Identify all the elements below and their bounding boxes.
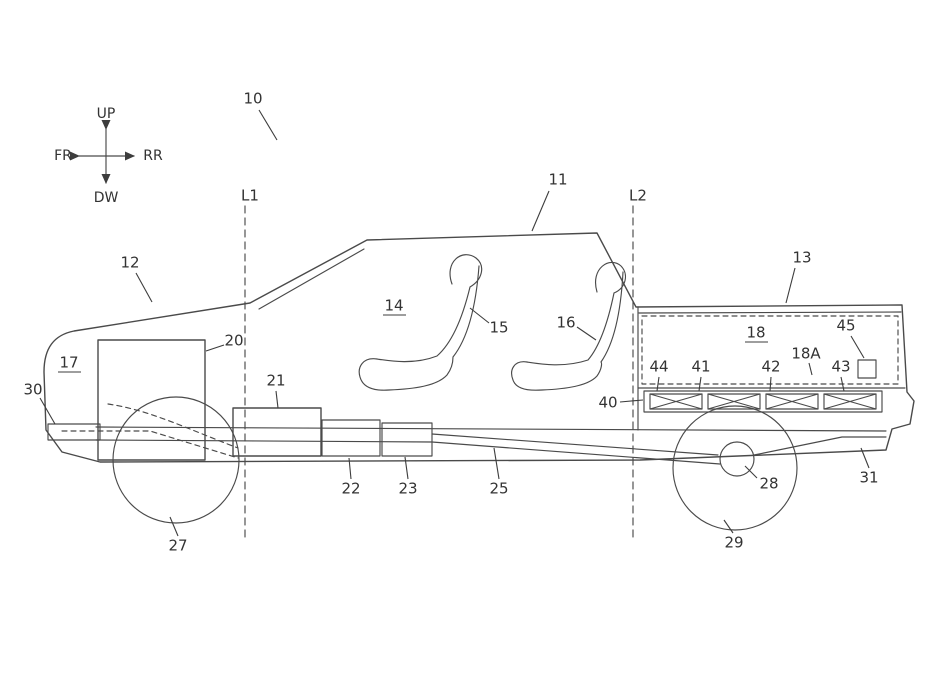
leader-13 xyxy=(785,267,796,304)
leader-18A xyxy=(808,362,813,376)
label-27: 27 xyxy=(168,537,187,555)
vehicle-drawing xyxy=(43,232,915,531)
label-29: 29 xyxy=(724,534,743,552)
leader-25 xyxy=(493,447,500,480)
label-13: 13 xyxy=(792,249,811,267)
leader-10 xyxy=(258,109,278,141)
orientation-compass: UP DW FR RR xyxy=(54,106,163,206)
battery-module xyxy=(823,393,877,410)
truck-body-outline xyxy=(43,232,915,463)
leader-21 xyxy=(275,390,279,409)
leader-15 xyxy=(469,307,490,324)
label-43: 43 xyxy=(831,358,850,376)
windshield-pillar-line xyxy=(258,248,365,310)
label-40: 40 xyxy=(598,394,617,412)
label-30: 30 xyxy=(23,381,42,399)
leader-16 xyxy=(576,326,597,341)
rear-axle-circle xyxy=(719,441,755,477)
label-42: 42 xyxy=(761,358,780,376)
battery-module xyxy=(649,393,703,410)
leader-28 xyxy=(744,465,758,479)
rear-seat xyxy=(511,261,627,391)
label-21: 21 xyxy=(266,372,285,390)
leader-43 xyxy=(840,376,845,392)
component-box-23 xyxy=(381,422,433,457)
label-25: 25 xyxy=(489,480,508,498)
leader-lines xyxy=(39,109,870,537)
leader-41 xyxy=(698,376,702,392)
compass-down-label: DW xyxy=(94,190,119,206)
compass-front-label: FR xyxy=(54,148,72,164)
label-12: 12 xyxy=(120,254,139,272)
driveshaft-lower-line xyxy=(431,441,721,465)
leader-20 xyxy=(205,344,225,352)
label-45: 45 xyxy=(836,317,855,335)
label-l2: L2 xyxy=(629,187,647,205)
battery-module xyxy=(765,393,819,410)
leader-12 xyxy=(135,272,153,303)
frame-rail-bottom-line xyxy=(95,439,433,443)
rear-wheel xyxy=(672,405,798,531)
leader-31 xyxy=(860,447,870,469)
component-box-22 xyxy=(321,419,381,457)
label-31: 31 xyxy=(859,469,878,487)
battery-pack xyxy=(643,390,883,413)
driveshaft-upper-line xyxy=(431,433,719,456)
leader-27 xyxy=(169,516,179,537)
leader-42 xyxy=(769,376,772,392)
reference-labels: 10 11 12 13 14 15 16 17 18 18A 20 21 22 … xyxy=(23,90,878,555)
label-15: 15 xyxy=(489,319,508,337)
leader-23 xyxy=(404,456,409,480)
leader-40 xyxy=(619,399,644,403)
label-18A: 18A xyxy=(791,345,821,363)
leader-45 xyxy=(850,335,865,359)
engine-box xyxy=(97,339,206,461)
battery-pack-outline xyxy=(643,390,883,413)
label-18: 18 xyxy=(746,324,765,342)
label-10: 10 xyxy=(243,90,262,108)
front-seat xyxy=(358,254,483,391)
label-14: 14 xyxy=(384,297,403,315)
label-16: 16 xyxy=(556,314,575,332)
sensor-box-45 xyxy=(857,359,877,379)
leader-22 xyxy=(348,457,352,480)
leader-11 xyxy=(531,190,550,232)
leader-44 xyxy=(656,376,660,392)
label-l1: L1 xyxy=(241,187,259,205)
frame-rail-top-line xyxy=(95,426,887,432)
section-lines: L1 L2 xyxy=(241,187,647,541)
label-22: 22 xyxy=(341,480,360,498)
label-28: 28 xyxy=(759,475,778,493)
battery-module xyxy=(707,393,761,410)
label-11: 11 xyxy=(548,171,567,189)
leader-29 xyxy=(723,519,734,534)
hidden-line-front-2 xyxy=(107,403,239,449)
leader-30 xyxy=(39,397,56,425)
hidden-line-front-1 xyxy=(61,430,239,459)
label-23: 23 xyxy=(398,480,417,498)
rear-frame-line xyxy=(753,436,887,456)
compass-rear-label: RR xyxy=(143,148,163,164)
compass-up-label: UP xyxy=(97,106,116,122)
label-17: 17 xyxy=(59,354,78,372)
label-20: 20 xyxy=(224,332,243,350)
label-44: 44 xyxy=(649,358,668,376)
component-box-21 xyxy=(232,407,322,457)
front-member-bar-30 xyxy=(47,423,101,441)
bed-rail-inner-line xyxy=(638,311,902,314)
label-41: 41 xyxy=(691,358,710,376)
